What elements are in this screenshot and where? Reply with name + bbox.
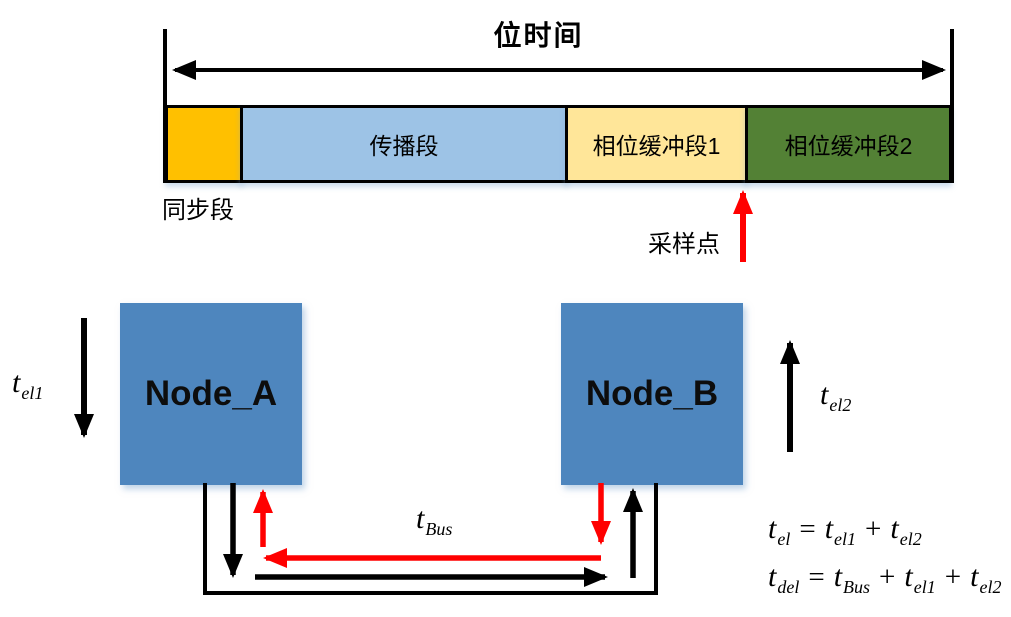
segment-propagation: 传播段 xyxy=(240,105,568,183)
equation-operator: = xyxy=(799,513,816,545)
equation-operator: + xyxy=(944,561,962,593)
segment-phase-buffer-1: 相位缓冲段1 xyxy=(565,105,748,183)
t-bus-label: tBus xyxy=(416,502,453,539)
segment-phase-buffer-1-label: 相位缓冲段1 xyxy=(592,133,721,159)
node-b-box: Node_B xyxy=(561,303,743,485)
bit-time-title: 位时间 xyxy=(493,20,584,51)
t-el2-label: tel2 xyxy=(820,378,852,415)
node-a-label: Node_A xyxy=(144,374,278,413)
sample-point-label: 采样点 xyxy=(648,231,720,258)
sync-segment-label: 同步段 xyxy=(162,197,234,224)
segment-propagation-label: 传播段 xyxy=(369,133,439,159)
segment-phase-buffer-2-label: 相位缓冲段2 xyxy=(784,133,913,159)
equation-operator: + xyxy=(865,513,882,545)
segment-sync xyxy=(165,105,243,183)
equation-operator: = xyxy=(808,561,825,593)
segment-phase-buffer-2: 相位缓冲段2 xyxy=(745,105,952,183)
equation-operator: + xyxy=(879,561,896,593)
equation-t-el: tel=tel1+tel2 xyxy=(768,512,922,549)
t-el1-label: tel1 xyxy=(12,366,44,403)
equation-t-del: tdel=tBus+tel1+tel2 xyxy=(768,560,1002,597)
node-a-box: Node_A xyxy=(120,303,302,485)
node-b-label: Node_B xyxy=(585,374,719,413)
